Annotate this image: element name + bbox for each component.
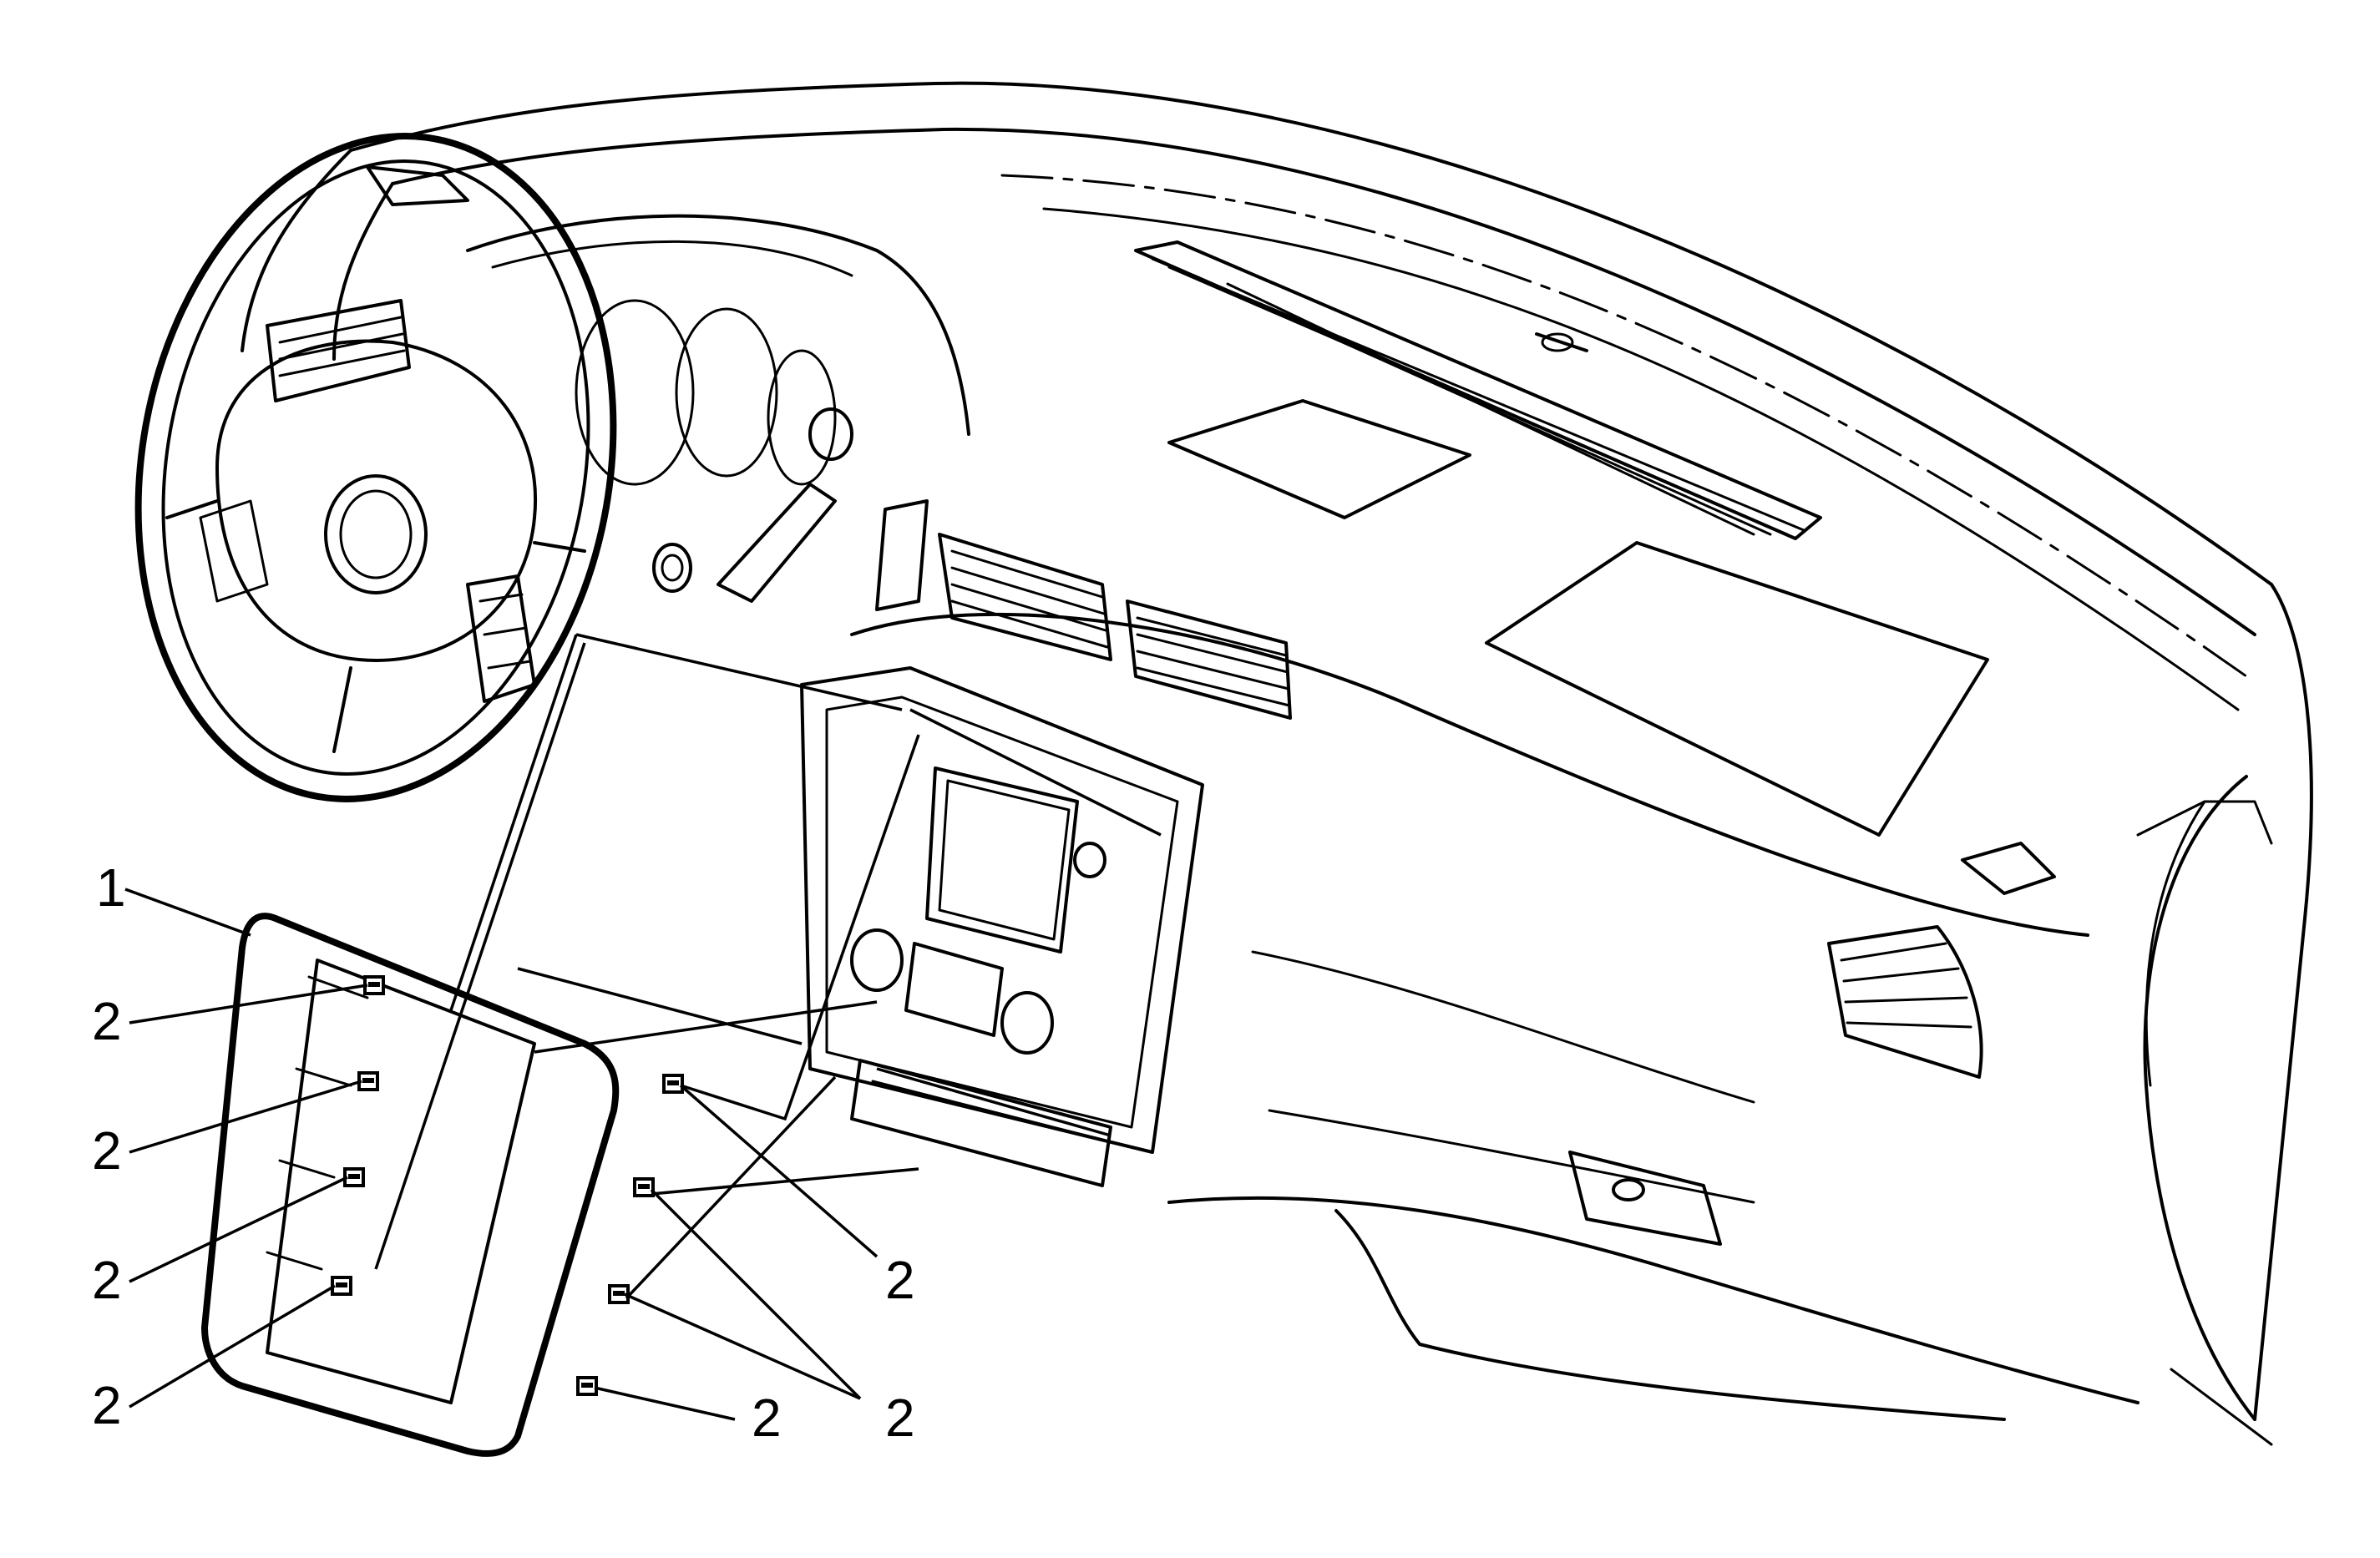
glove-box	[1568, 1151, 1722, 1246]
defrost-vent	[1134, 240, 1822, 540]
assembly-lines	[374, 633, 1162, 1300]
callout-clip: 2	[92, 1120, 122, 1181]
clip	[343, 1167, 365, 1187]
dash-top-pads	[1167, 332, 1989, 837]
callout-labels: 1 2 2 2 2 2 2 2	[92, 857, 915, 1448]
callout-clip: 2	[752, 1388, 782, 1448]
clip	[363, 975, 385, 995]
clip	[357, 1071, 379, 1091]
callout-clip: 2	[92, 1250, 122, 1310]
left-outboard-vent	[266, 165, 469, 402]
callout-clip: 2	[92, 1375, 122, 1435]
clip	[576, 1376, 598, 1396]
instrument-panel-outline	[241, 81, 2313, 1446]
callout-clip: 2	[885, 1388, 915, 1448]
retaining-clips	[331, 975, 684, 1396]
instrument-cluster	[575, 299, 853, 603]
callout-clip: 2	[92, 991, 122, 1051]
clip	[331, 1276, 352, 1296]
center-air-vents	[875, 499, 1292, 720]
right-air-vent	[1827, 842, 2056, 1079]
callout-bezel: 1	[96, 857, 126, 918]
callout-clip: 2	[885, 1250, 915, 1310]
clip	[662, 1074, 684, 1094]
clip	[633, 1177, 655, 1197]
steering-wheel	[134, 133, 617, 802]
callout-leaders	[124, 888, 879, 1421]
radio-bezel	[201, 913, 620, 1457]
center-stack	[800, 666, 1204, 1187]
